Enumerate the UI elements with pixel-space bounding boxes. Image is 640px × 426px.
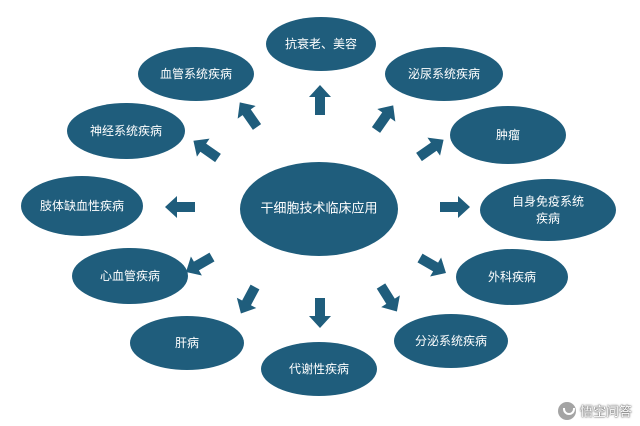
node-label: 肿瘤 (496, 127, 520, 142)
center-node: 干细胞技术临床应用 (240, 162, 398, 256)
center-ellipse (240, 162, 398, 256)
arrow-to-surgical (417, 253, 446, 277)
node-ellipse (456, 249, 568, 305)
node-ellipse (138, 47, 254, 101)
node-ellipse (450, 106, 566, 164)
arrow-to-urinary (371, 105, 396, 133)
node-label: 分泌系统疾病 (415, 333, 487, 348)
node-cardio: 心血管疾病 (72, 248, 188, 304)
center-label: 干细胞技术临床应用 (260, 201, 377, 217)
arrow-to-endocrine (376, 283, 400, 312)
node-ellipse (480, 179, 616, 241)
node-label: 泌尿系统疾病 (408, 66, 480, 81)
watermark-text: 悟空问答 (579, 405, 632, 420)
arrow-to-liver (236, 284, 260, 314)
node-label: 自身免疫系统 (512, 194, 584, 209)
arrow-to-vascular (237, 102, 262, 130)
node-anti-aging: 抗衰老、美容 (266, 17, 376, 71)
node-label: 外科疾病 (488, 269, 536, 284)
node-label: 肢体缺血性疾病 (40, 198, 124, 213)
node-label: 血管系统疾病 (160, 66, 232, 81)
arrow-to-anti-aging (309, 85, 331, 115)
node-ellipse (394, 314, 508, 368)
arrow-to-tumor (416, 137, 444, 162)
node-ellipse (130, 316, 244, 370)
node-liver: 肝病 (130, 316, 244, 370)
node-metabolic: 代谢性疾病 (261, 342, 377, 396)
node-nervous: 神经系统疾病 (67, 103, 185, 159)
arrow-to-cardio (186, 252, 215, 276)
watermark: 悟空问答 (557, 401, 632, 420)
wukong-logo-icon (557, 401, 576, 420)
node-vascular: 血管系统疾病 (138, 47, 254, 101)
node-label: 代谢性疾病 (289, 361, 349, 376)
node-ellipse (266, 17, 376, 71)
node-label: 心血管疾病 (100, 268, 160, 283)
node-label: 神经系统疾病 (90, 123, 162, 138)
node-label: 抗衰老、美容 (285, 36, 357, 51)
arrow-to-metabolic (309, 298, 331, 328)
node-label: 肝病 (175, 335, 199, 350)
arrow-to-autoimmune (440, 196, 470, 218)
node-label: 疾病 (536, 211, 560, 226)
node-ellipse (385, 47, 503, 101)
node-ellipse (21, 176, 143, 236)
node-urinary: 泌尿系统疾病 (385, 47, 503, 101)
node-limb-ischemia: 肢体缺血性疾病 (21, 176, 143, 236)
arrows-layer (165, 85, 470, 328)
node-ellipse (261, 342, 377, 396)
node-ellipse (72, 248, 188, 304)
node-surgical: 外科疾病 (456, 249, 568, 305)
arrow-to-nervous (193, 138, 221, 163)
arrow-to-limb-ischemia (165, 196, 195, 218)
node-endocrine: 分泌系统疾病 (394, 314, 508, 368)
node-ellipse (67, 103, 185, 159)
node-tumor: 肿瘤 (450, 106, 566, 164)
